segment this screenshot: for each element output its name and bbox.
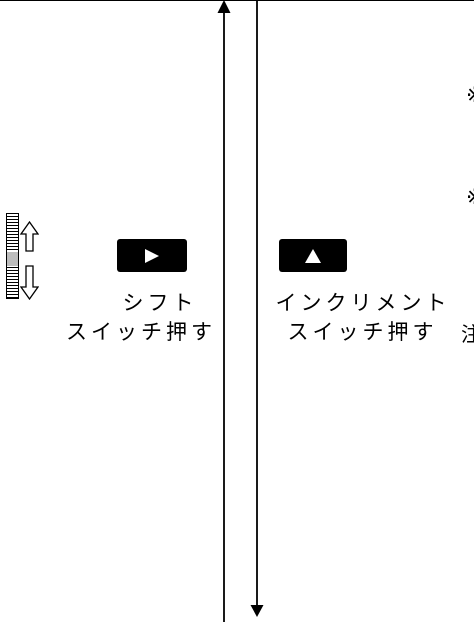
triangle-up-icon (305, 248, 321, 263)
reference-mark-2: ※ (466, 185, 474, 209)
increment-label-line2: スイッチ押す (287, 320, 438, 344)
shift-label-line1: シフト (122, 291, 198, 315)
dial-selected-segment (7, 252, 18, 266)
up-arrowhead (217, 0, 231, 13)
note-mark: 注 (461, 322, 474, 346)
dial-down-arrow-icon (20, 265, 39, 301)
down-arrowhead (250, 605, 264, 617)
shift-label-line2: スイッチ押す (66, 320, 216, 344)
play-right-icon (145, 248, 159, 263)
rotary-dial-icon (6, 213, 19, 299)
top-border-line (0, 0, 474, 1)
increment-label-line1: インクリメント (275, 291, 451, 315)
shift-switch-button[interactable] (117, 239, 187, 272)
increment-switch-button[interactable] (279, 239, 347, 272)
reference-mark-1: ※ (466, 83, 474, 107)
dial-up-arrow-icon (20, 221, 39, 252)
